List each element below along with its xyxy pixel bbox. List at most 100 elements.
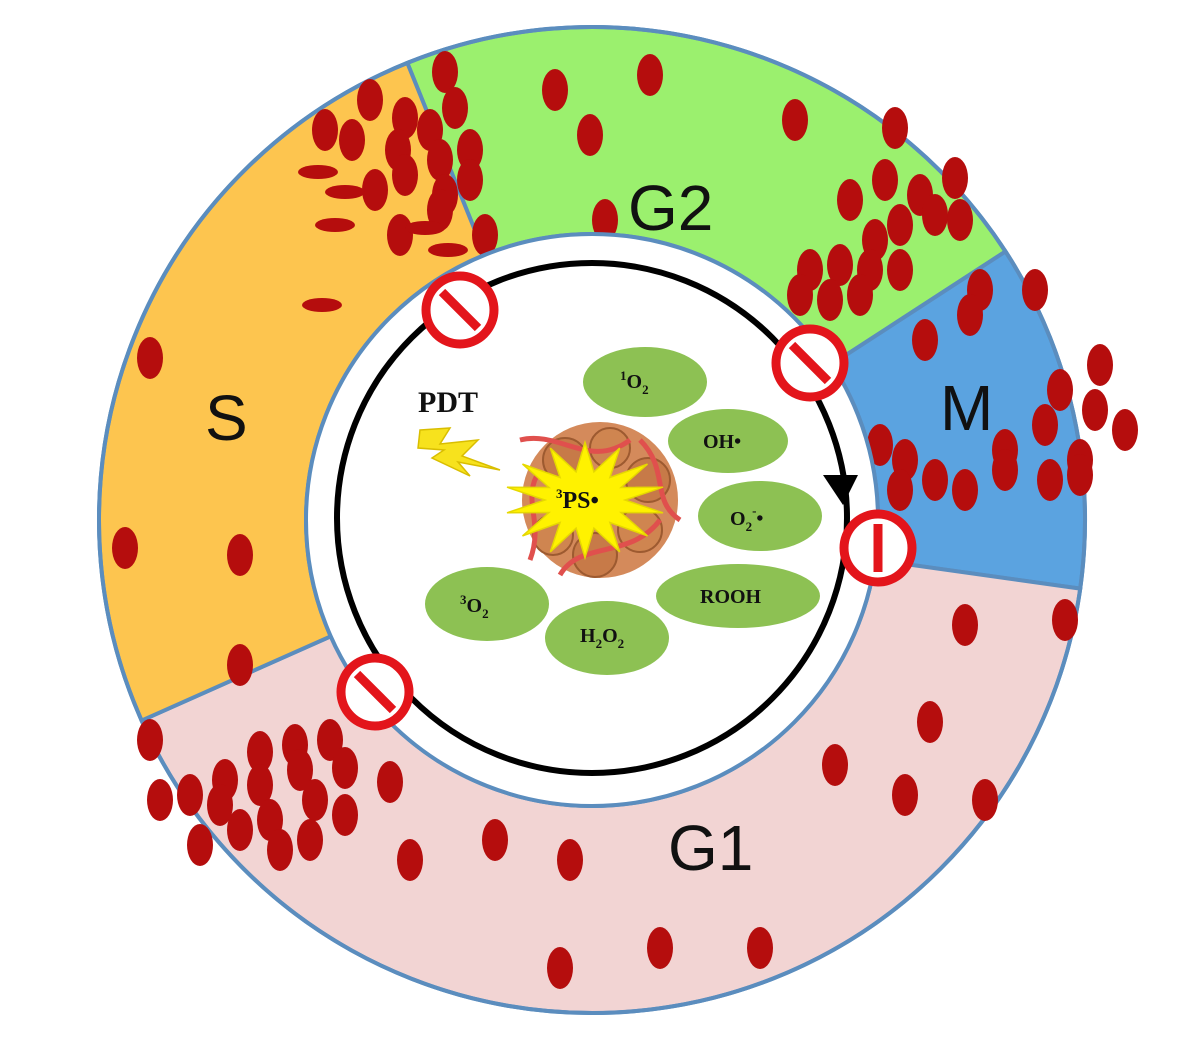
chromosome-icon — [847, 274, 873, 316]
chromosome-icon — [442, 87, 468, 129]
chromosome-icon — [837, 179, 863, 221]
chromosome-icon — [887, 249, 913, 291]
chromosome-icon — [922, 194, 948, 236]
pdt-label: PDT — [418, 386, 478, 419]
chromosome-icon — [247, 731, 273, 773]
blocker-group — [336, 271, 917, 731]
prohibition-icon — [839, 509, 917, 587]
chromosome-icon — [302, 298, 342, 312]
chromosome-icon — [457, 129, 483, 171]
chromosome-icon — [428, 243, 468, 257]
chromosome-icon — [1047, 369, 1073, 411]
chromosome-icon — [325, 185, 365, 199]
photosensitizer-starburst — [506, 439, 664, 561]
chromosome-icon — [357, 79, 383, 121]
chromosome-icon — [387, 214, 413, 256]
chromosome-icon — [747, 927, 773, 969]
chromosome-icon — [882, 107, 908, 149]
chromosome-icon — [177, 774, 203, 816]
chromosome-icon — [362, 169, 388, 211]
chromosome-icon — [1037, 459, 1063, 501]
chromosome-icon — [312, 109, 338, 151]
chromosome-icon — [147, 779, 173, 821]
ros-oval-hydroperoxide: ROOH — [656, 564, 820, 628]
chromosome-icon — [817, 279, 843, 321]
chromosome-icon — [332, 794, 358, 836]
chromosome-icon — [647, 927, 673, 969]
photosensitizer-label: 3PS• — [556, 486, 599, 514]
chromosome-icon — [457, 159, 483, 201]
chromosome-icon — [267, 829, 293, 871]
chromosome-icon — [547, 947, 573, 989]
ros-oval-triplet-oxygen: 3O2 — [425, 567, 549, 641]
chromosome-icon — [405, 221, 445, 235]
chromosome-icon — [432, 51, 458, 93]
chromosome-icon — [887, 204, 913, 246]
phase-label-g2: G2 — [628, 172, 713, 244]
phase-label-m: M — [940, 372, 993, 444]
chromosome-icon — [952, 469, 978, 511]
chromosome-icon — [137, 719, 163, 761]
chromosome-icon — [298, 165, 338, 179]
chromosome-icon — [427, 139, 453, 181]
chromosome-icon — [207, 784, 233, 826]
chromosome-icon — [557, 839, 583, 881]
chromosome-icon — [339, 119, 365, 161]
ros-oval-singlet-oxygen: 1O2 — [583, 347, 707, 417]
chromosome-icon — [397, 839, 423, 881]
chromosome-icon — [302, 779, 328, 821]
chromosome-icon — [392, 97, 418, 139]
chromosome-icon — [377, 761, 403, 803]
svg-text:3O2: 3O2 — [460, 592, 489, 621]
chromosome-icon — [1052, 599, 1078, 641]
cycle-circle — [334, 260, 850, 776]
chromosome-icon — [922, 459, 948, 501]
chromosome-icon — [887, 469, 913, 511]
svg-text:1O2: 1O2 — [620, 368, 649, 397]
chromosome-icon — [392, 154, 418, 196]
prohibition-icon — [421, 271, 499, 349]
chromosome-icon — [912, 319, 938, 361]
chromosome-icon — [472, 214, 498, 256]
chromosome-icon — [972, 779, 998, 821]
chromosome-icon — [227, 809, 253, 851]
svg-text:ROOH: ROOH — [700, 586, 762, 608]
ros-oval-hydroxyl-radical: OH• — [668, 409, 788, 473]
chromosome-icon — [592, 199, 618, 241]
chromosome-icon — [247, 764, 273, 806]
svg-text:OH•: OH• — [703, 431, 741, 453]
chromosome-icon — [227, 534, 253, 576]
outer-ring-border — [97, 25, 1087, 1015]
chromosome-icon — [332, 747, 358, 789]
chromosome-icon — [992, 449, 1018, 491]
chromosome-icon — [637, 54, 663, 96]
chromosome-icon — [577, 114, 603, 156]
cycle-arrow-icon — [823, 475, 858, 505]
chromosome-icon — [952, 604, 978, 646]
chromosome-icon — [427, 189, 453, 231]
prohibition-icon — [771, 324, 849, 402]
ros-oval-superoxide: O2-• — [698, 481, 822, 551]
chromosome-icon — [872, 159, 898, 201]
chromosome-icon — [287, 749, 313, 791]
chromosome-icon — [187, 824, 213, 866]
svg-text:H2O2: H2O2 — [580, 625, 624, 651]
chromosome-icon — [227, 644, 253, 686]
chromosome-icon — [542, 69, 568, 111]
chromosome-icon — [137, 337, 163, 379]
phase-label-g1: G1 — [668, 812, 753, 884]
chromosome-icon — [892, 774, 918, 816]
chromosome-icon — [297, 819, 323, 861]
chromosome-icon — [822, 744, 848, 786]
chromosome-icon — [957, 294, 983, 336]
lightning-icon — [417, 427, 501, 477]
chromosome-icon — [317, 719, 343, 761]
chromosome-icon — [1022, 269, 1048, 311]
chromosome-icon — [1087, 344, 1113, 386]
chromosome-icon — [112, 527, 138, 569]
phase-label-s: S — [205, 382, 248, 454]
chromosome-icon — [917, 701, 943, 743]
chromosome-icon — [1112, 409, 1138, 451]
chromosome-group — [112, 51, 1138, 989]
